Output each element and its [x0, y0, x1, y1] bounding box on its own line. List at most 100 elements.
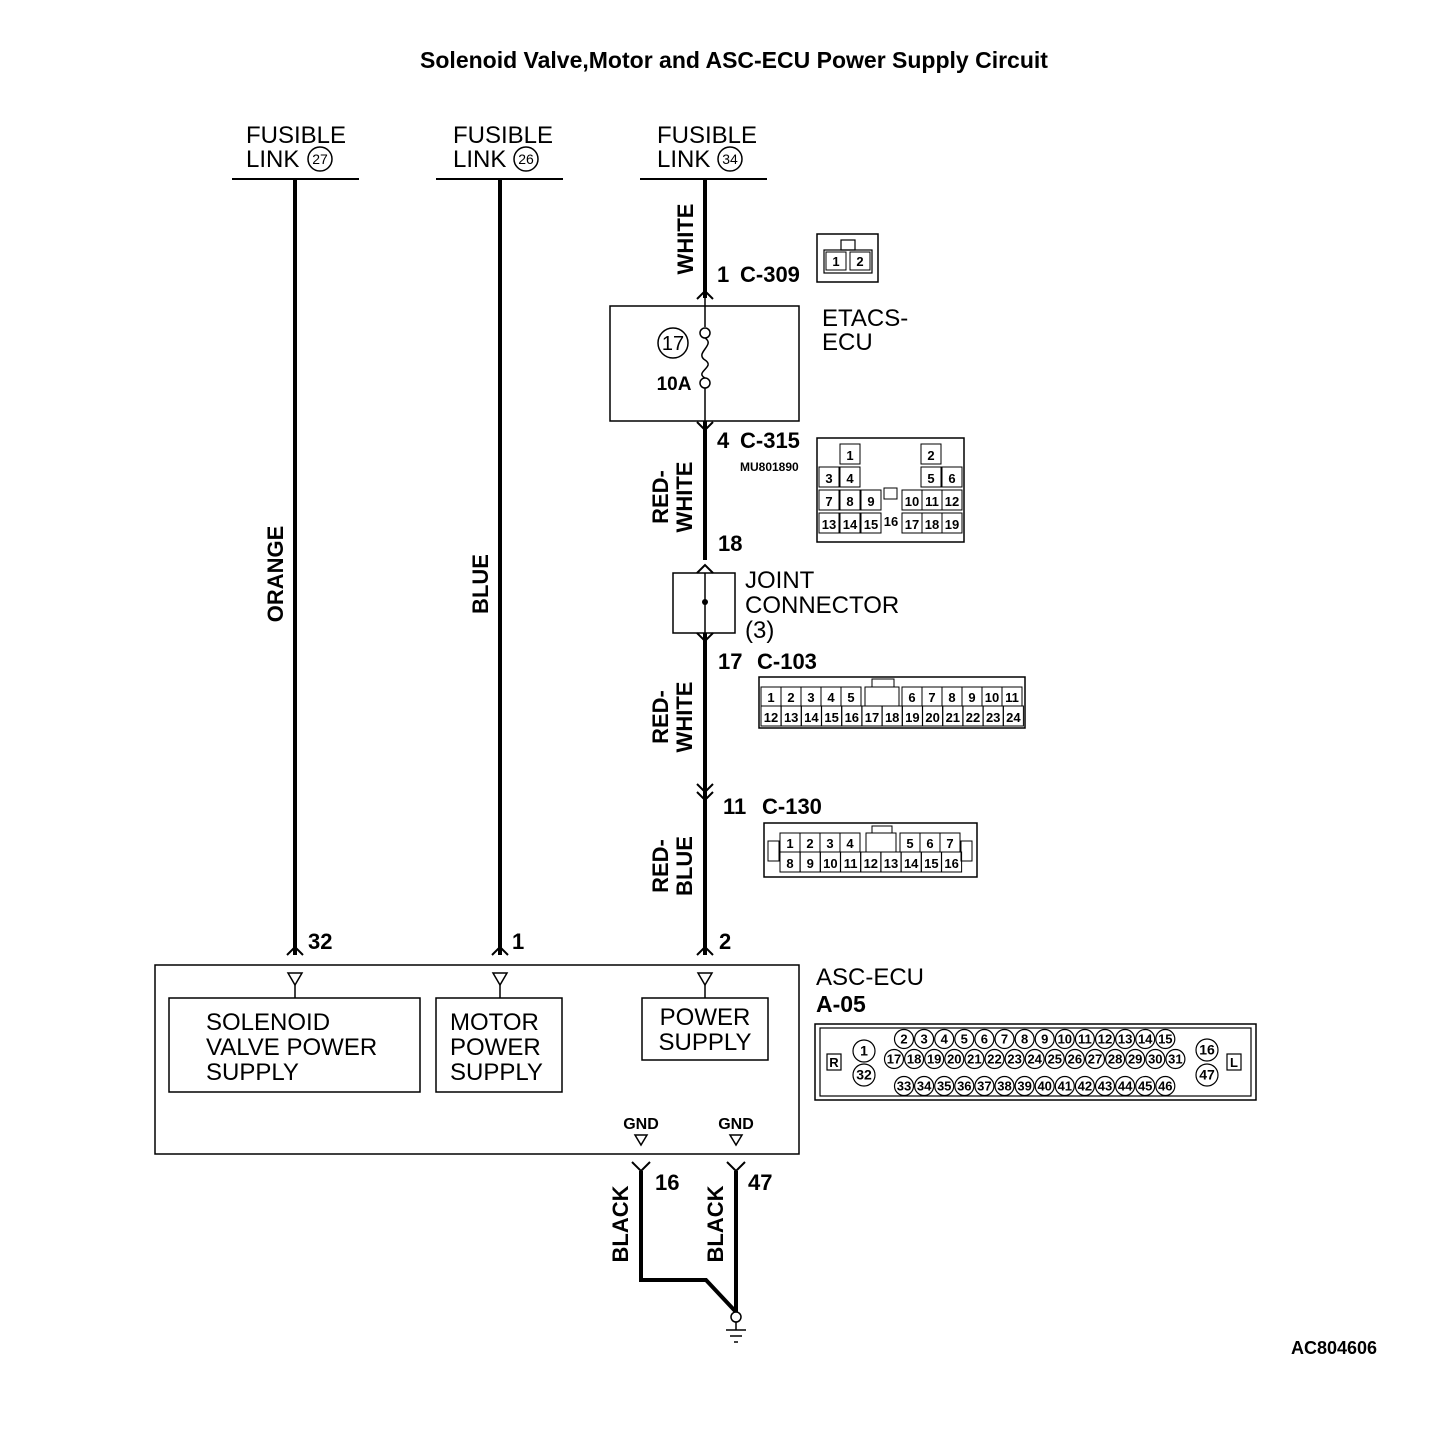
- asc-ecu-box: [154, 964, 800, 1155]
- orange-wire-label: ORANGE: [263, 526, 288, 623]
- c130-cell-5: 5: [906, 836, 913, 851]
- red-white-label-1: RED- WHITE: [648, 462, 697, 533]
- c130-cell-12: 12: [864, 856, 878, 871]
- motor-block-line2: POWER: [450, 1034, 541, 1061]
- c130-cell-15: 15: [924, 856, 938, 871]
- a05-pin-44: 44: [1118, 1079, 1133, 1094]
- power-supply-block: POWER SUPPLY: [641, 997, 769, 1061]
- c315-cell-19: 19: [945, 517, 959, 532]
- c315-cell-6: 6: [948, 471, 955, 486]
- c103-cell-4: 4: [827, 690, 835, 705]
- c315-cell-17: 17: [905, 517, 919, 532]
- c130-cell-14: 14: [904, 856, 919, 871]
- c103-cell-5: 5: [847, 690, 854, 705]
- a05-pin-40: 40: [1037, 1079, 1051, 1094]
- diagram-title: Solenoid Valve,Motor and ASC-ECU Power S…: [420, 47, 1048, 73]
- c315-cell-18: 18: [925, 517, 939, 532]
- c103-cell-14: 14: [804, 710, 819, 725]
- a05-pin-41: 41: [1058, 1079, 1072, 1094]
- c103-cell-15: 15: [824, 710, 838, 725]
- red-blue-label: RED- BLUE: [648, 836, 697, 896]
- c309-cell-1: 1: [832, 254, 839, 269]
- c315-name: C-315: [740, 428, 800, 453]
- fusible-link-26: FUSIBLE LINK 26: [436, 122, 563, 180]
- a05-pin-32: 32: [856, 1067, 872, 1083]
- c315-cell-4: 4: [846, 471, 854, 486]
- a05-pin-24: 24: [1027, 1052, 1042, 1067]
- ground-wire-16: [639, 1171, 738, 1314]
- ecu-pin-32: 32: [286, 929, 332, 998]
- a05-pin-6: 6: [981, 1032, 988, 1047]
- black-wire-16-label: BLACK: [608, 1185, 633, 1262]
- figure-code: AC804606: [1291, 1338, 1377, 1358]
- fuse-17: 17 10A: [657, 306, 711, 421]
- c103-cell-24: 24: [1006, 710, 1021, 725]
- c103-cell-11: 11: [1005, 690, 1019, 705]
- a05-pin-1: 1: [860, 1043, 868, 1059]
- c130-cell-9: 9: [807, 856, 814, 871]
- c315-part-number: MU801890: [740, 460, 799, 474]
- a05-pin-17: 17: [887, 1052, 901, 1067]
- a05-pin-33: 33: [897, 1079, 911, 1094]
- c130-cell-16: 16: [944, 856, 958, 871]
- motor-block-line3: SUPPLY: [450, 1059, 543, 1086]
- c130-cell-13: 13: [884, 856, 898, 871]
- a05-pin-2: 2: [900, 1032, 907, 1047]
- c315-cell-13: 13: [822, 517, 836, 532]
- joint-connector-line2: CONNECTOR: [745, 592, 899, 619]
- c103-cell-1: 1: [767, 690, 774, 705]
- a05-pin-7: 7: [1001, 1032, 1008, 1047]
- a05-pin-9: 9: [1041, 1032, 1048, 1047]
- fusible-link-27-line1: FUSIBLE: [246, 122, 346, 149]
- c103-cell-6: 6: [908, 690, 915, 705]
- c309-cell-2: 2: [856, 254, 863, 269]
- ecu-pin-2: 2: [696, 929, 731, 998]
- a05-pin-10: 10: [1058, 1032, 1072, 1047]
- c103-cell-18: 18: [885, 710, 899, 725]
- c130-cell-6: 6: [926, 836, 933, 851]
- c315-cell-3: 3: [825, 471, 832, 486]
- c130-cell-11: 11: [844, 856, 858, 871]
- a05-pin-8: 8: [1021, 1032, 1028, 1047]
- a05-pin-21: 21: [967, 1052, 981, 1067]
- fusible-link-27-number: 27: [312, 151, 328, 167]
- joint-in-pin: 18: [718, 531, 742, 556]
- ecu-pin-1: 1: [491, 929, 524, 998]
- a05-pin-34: 34: [917, 1079, 932, 1094]
- a05-pin-36: 36: [957, 1079, 971, 1094]
- a05-pin-37: 37: [977, 1079, 991, 1094]
- ground-pin-16: 16: [655, 1170, 679, 1195]
- etacs-ecu-line1: ETACS-: [822, 305, 908, 332]
- gnd-16-label: GND: [623, 1116, 659, 1133]
- fusible-link-27: FUSIBLE LINK 27: [232, 122, 359, 180]
- joint-connector-line3: (3): [745, 617, 774, 644]
- c103-cell-17: 17: [865, 710, 879, 725]
- gnd-16: GND: [623, 1116, 659, 1147]
- a05-pin-46: 46: [1158, 1079, 1172, 1094]
- a05-pin-11: 11: [1078, 1032, 1092, 1047]
- solenoid-block-line3: SUPPLY: [206, 1059, 299, 1086]
- c130-cell-8: 8: [786, 856, 793, 871]
- c315-cell-12: 12: [945, 494, 959, 509]
- a05-pin-4: 4: [941, 1032, 949, 1047]
- c103-name: C-103: [757, 649, 817, 674]
- c130-pin: 11: [723, 794, 746, 819]
- a05-pin-47: 47: [1199, 1067, 1215, 1083]
- c130-cell-10: 10: [823, 856, 837, 871]
- c103-cell-23: 23: [986, 710, 1000, 725]
- motor-power-supply-block: MOTOR POWER SUPPLY: [435, 997, 563, 1093]
- a05-pin-23: 23: [1007, 1052, 1021, 1067]
- solenoid-block-line1: SOLENOID: [206, 1009, 330, 1036]
- a05-pin-43: 43: [1098, 1079, 1112, 1094]
- c103-cell-2: 2: [787, 690, 794, 705]
- a05-pin-35: 35: [937, 1079, 951, 1094]
- fuse-number: 17: [662, 333, 684, 355]
- c103-cell-21: 21: [946, 710, 960, 725]
- c130-cell-3: 3: [826, 836, 833, 851]
- a05-pin-22: 22: [987, 1052, 1001, 1067]
